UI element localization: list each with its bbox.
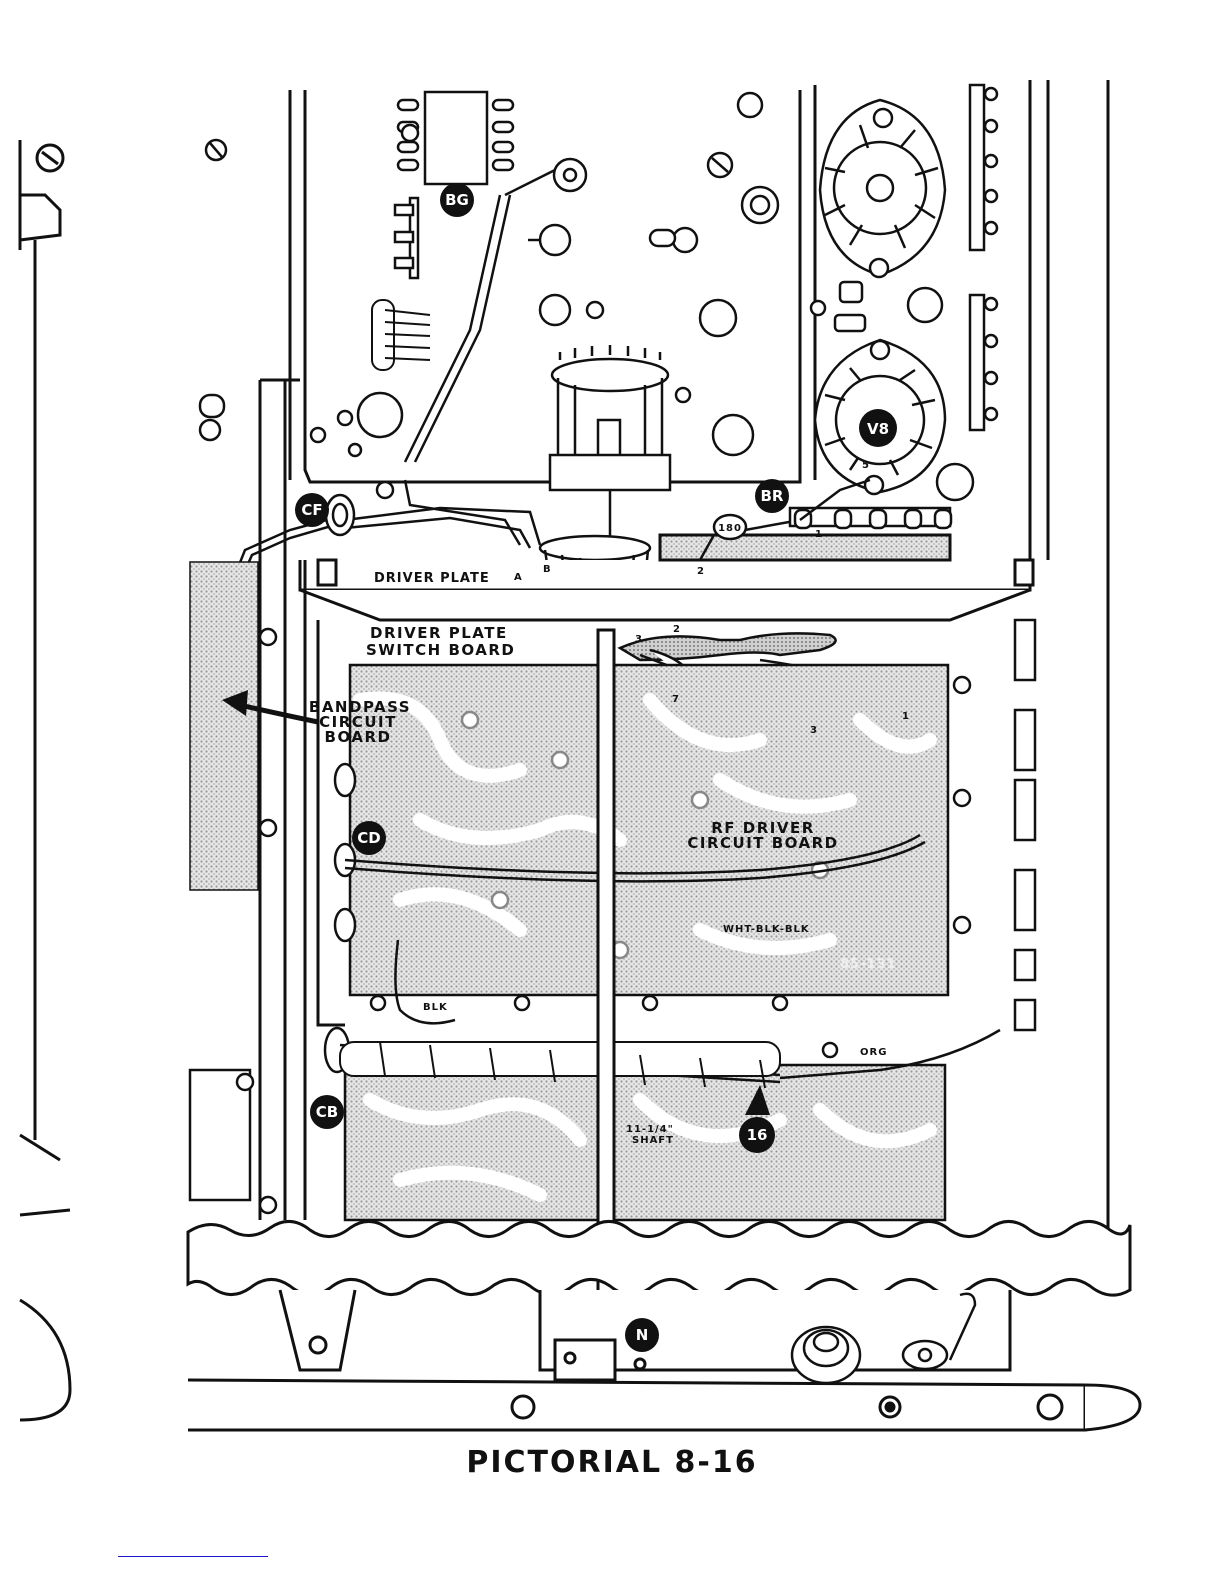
label-switch-board-1: DRIVER PLATE — [370, 624, 508, 642]
pin-1-strip: 1 — [815, 529, 823, 540]
label-switch-board-2: SWITCH BOARD — [366, 641, 515, 659]
badge-n-label: N — [636, 1326, 649, 1344]
jack-connector — [792, 1327, 860, 1383]
terminal-strip-br — [790, 508, 951, 528]
pin-7: 7 — [672, 694, 680, 705]
label-board-number: 85-131 — [840, 957, 897, 972]
bottom-chassis — [188, 1290, 1140, 1430]
label-org: ORG — [860, 1047, 887, 1058]
badge-n: N — [625, 1318, 659, 1352]
label-blk: BLK — [423, 1002, 448, 1013]
label-wht-blk-blk: WHT-BLK-BLK — [723, 924, 810, 935]
pin-a: A — [514, 572, 523, 583]
pin-b: B — [543, 564, 552, 575]
badge-v8: V8 — [859, 409, 897, 447]
badge-cf-label: CF — [301, 501, 322, 519]
badge-v8-label: V8 — [867, 420, 889, 438]
cable-clamp — [372, 300, 430, 370]
badge-bg: BG — [440, 183, 474, 217]
chassis-holes — [200, 93, 778, 498]
pin-2-bottom: 2 — [697, 566, 705, 577]
rotary-switch — [540, 345, 670, 580]
terminal-strip-right — [970, 85, 997, 430]
label-shaft-2: SHAFT — [632, 1135, 674, 1146]
pin-1-right: 1 — [902, 711, 910, 722]
pin-5-socket: 5 — [862, 460, 870, 471]
left-side-panel — [20, 140, 70, 1420]
bandpass-board — [190, 562, 258, 1200]
pin-3-left: 3 — [635, 634, 643, 645]
rf-driver-board — [350, 665, 948, 995]
label-shaft-1: 11-1/4" — [626, 1124, 674, 1135]
label-resistor-180: 180 — [718, 523, 742, 534]
pin-2-top: 2 — [673, 624, 681, 635]
badge-br: BR — [755, 479, 789, 513]
break-line — [188, 1221, 1130, 1295]
ground-lug — [505, 159, 586, 195]
right-tabs — [1015, 620, 1035, 1030]
label-driver-plate: DRIVER PLATE — [374, 571, 490, 586]
pictorial-caption: PICTORIAL 8-16 — [0, 1445, 1224, 1480]
tube-socket-top — [820, 100, 945, 277]
badge-cb: CB — [310, 1095, 344, 1129]
badge-cd-label: CD — [357, 829, 380, 847]
label-rf-driver-2: CIRCUIT BOARD — [687, 834, 838, 852]
badge-br-label: BR — [761, 487, 784, 505]
badge-cb-label: CB — [316, 1103, 338, 1121]
terminal-strip-left — [395, 198, 418, 278]
pin-3-right: 3 — [810, 725, 818, 736]
footer-rule — [118, 1556, 268, 1557]
badge-cd: CD — [352, 821, 386, 855]
grommet-cf — [326, 495, 354, 535]
badge-step16-label: 16 — [747, 1126, 768, 1144]
label-bandpass-3: BOARD — [325, 728, 392, 746]
badge-cf: CF — [295, 493, 329, 527]
badge-bg-label: BG — [445, 191, 469, 209]
